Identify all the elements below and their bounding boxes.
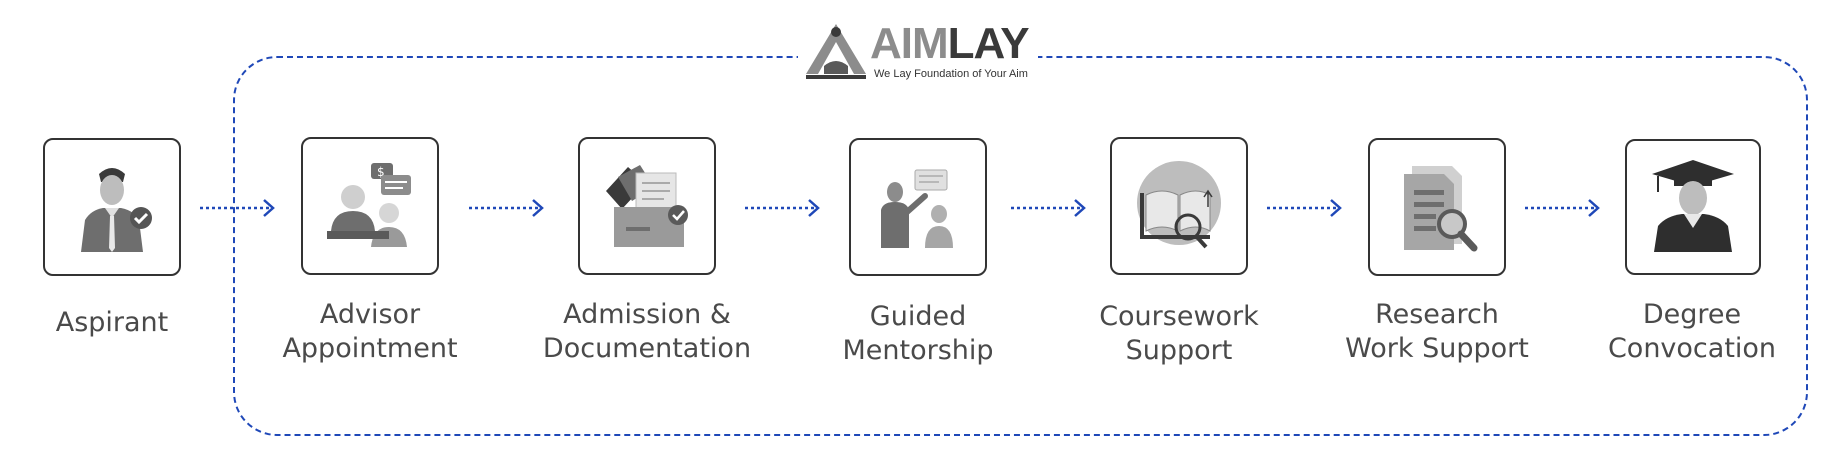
logo-wordmark: AIMLAY	[870, 19, 1030, 68]
step-box	[849, 138, 987, 276]
step-label: Aspirant	[0, 306, 252, 340]
mentor-teaching-icon	[881, 169, 953, 248]
logo-emblem-icon	[806, 24, 866, 79]
flow-arrow	[1525, 199, 1600, 217]
document-folder-icon	[606, 165, 688, 247]
step-label-line1: Coursework	[1099, 301, 1259, 332]
step-box	[1110, 137, 1248, 275]
logo-name-aim: AIM	[870, 19, 949, 68]
flow-arrow	[469, 199, 544, 217]
step-label-line1: Degree	[1642, 299, 1742, 330]
step-label: Degree Convocation	[1552, 298, 1826, 366]
step-label-line2: Mentorship	[842, 335, 994, 366]
step-box	[43, 138, 181, 276]
process-group-border	[233, 56, 1808, 436]
step-label-line2: Documentation	[542, 333, 752, 364]
flow-arrow	[200, 199, 275, 217]
flow-arrow	[1267, 199, 1342, 217]
step-label-line1: Advisor	[319, 299, 421, 330]
graduate-icon	[1652, 160, 1734, 252]
step-label-line2: Work Support	[1345, 333, 1529, 364]
step-box	[578, 137, 716, 275]
flow-arrow	[745, 199, 820, 217]
step-label-line1: Aspirant	[55, 307, 169, 338]
step-label-line1: Research	[1375, 299, 1499, 330]
step-label-line1: Guided	[869, 301, 967, 332]
research-document-icon	[1404, 166, 1478, 252]
step-label-line2: Support	[1125, 335, 1233, 366]
advisor-meeting-icon: $	[327, 163, 411, 247]
step-label-line2: Convocation	[1607, 333, 1777, 364]
step-box: $	[301, 137, 439, 275]
step-label-line1: Admission &	[563, 299, 731, 330]
step-label: Research Work Support	[1297, 298, 1577, 366]
logo-name-lay: LAY	[947, 19, 1030, 68]
person-check-icon	[81, 168, 152, 252]
flow-arrow	[1011, 199, 1086, 217]
aimlay-logo: AIMLAY We Lay Foundation of Your Aim	[798, 18, 1038, 84]
step-label: Coursework Support	[1039, 300, 1319, 368]
step-label: Advisor Appointment	[230, 298, 510, 366]
step-label: Guided Mentorship	[778, 300, 1058, 368]
step-box	[1625, 139, 1761, 275]
logo-tagline: We Lay Foundation of Your Aim	[874, 68, 1028, 80]
step-box	[1368, 138, 1506, 276]
study-book-icon	[1137, 161, 1221, 249]
step-label-line2: Appointment	[282, 333, 458, 364]
svg-text:$: $	[377, 165, 385, 179]
step-label: Admission & Documentation	[507, 298, 787, 366]
